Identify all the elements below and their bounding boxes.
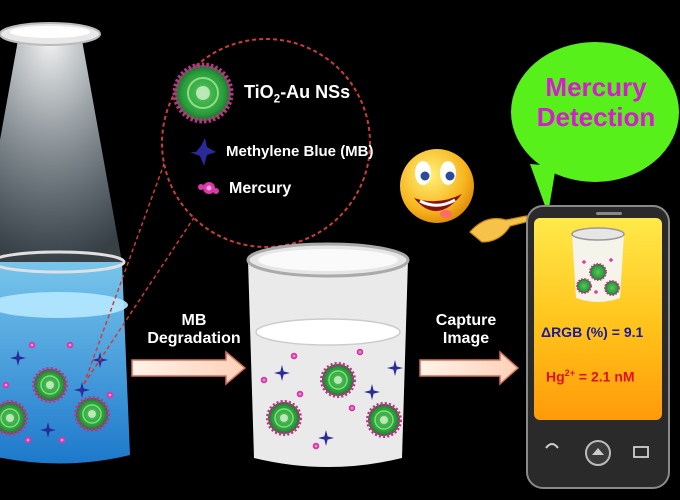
back-icon xyxy=(545,443,559,449)
mercury-icon xyxy=(198,182,219,194)
pointing-hand-icon xyxy=(469,215,530,243)
lamp-face xyxy=(10,26,90,38)
arrow-capture-image xyxy=(419,350,520,386)
tio2-au-label: TiO2-Au NSs xyxy=(244,82,351,106)
mb-label: Methylene Blue (MB) xyxy=(226,143,374,160)
light-beam xyxy=(0,40,122,262)
bubble-tail xyxy=(530,164,556,214)
menu-icon xyxy=(633,446,649,458)
hg-readout: Hg2+ = 2.1 nM xyxy=(546,368,635,385)
tio2-au-icon xyxy=(172,62,234,124)
zoom-connector-upper xyxy=(83,119,181,385)
zoom-connector-lower xyxy=(83,147,241,385)
left-beaker xyxy=(0,250,130,464)
phone xyxy=(526,205,670,489)
home-icon xyxy=(592,448,604,455)
smiley-icon xyxy=(400,149,474,223)
mb-icon xyxy=(190,138,216,166)
mercury-label: Mercury xyxy=(229,180,292,197)
rgb-readout: ΔRGB (%) = 9.1 xyxy=(541,324,644,340)
middle-beaker xyxy=(246,242,410,467)
speech-bubble xyxy=(511,42,679,182)
arrow-mb-degradation xyxy=(131,350,247,386)
